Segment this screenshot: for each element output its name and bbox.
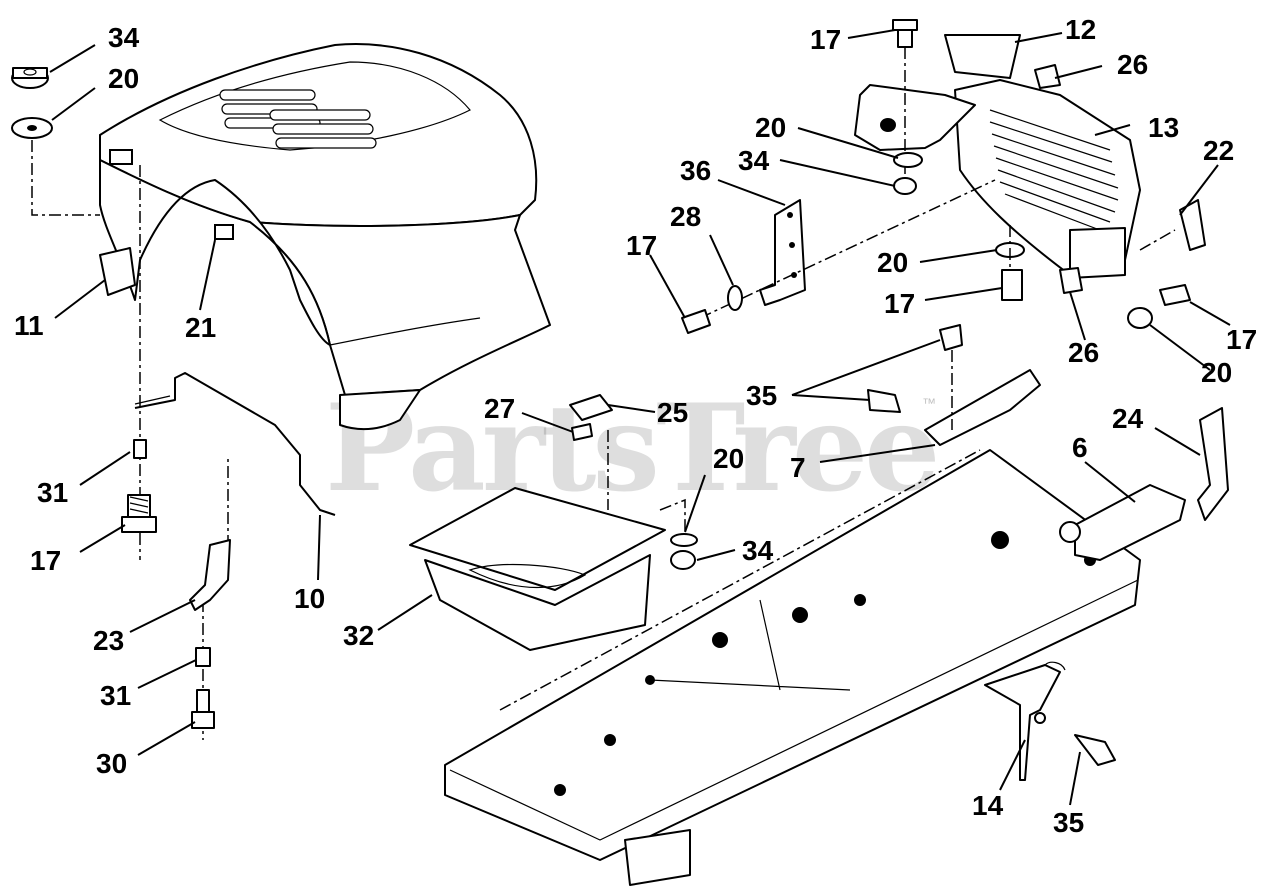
callout-22: 22 [1203,135,1234,166]
callout-35: 35 [1053,807,1084,838]
bracket-14-part [984,661,1116,781]
callout-34: 34 [738,145,770,176]
hardware-left-stack [11,67,336,740]
callout-24: 24 [1112,403,1144,434]
callout-20: 20 [713,443,744,474]
callout-labels: 34 20 11 21 31 17 10 23 31 30 17 12 26 1… [14,14,1257,838]
callout-31: 31 [100,680,131,711]
callout-20: 20 [755,112,786,143]
callout-10: 10 [294,583,325,614]
callout-20: 20 [108,63,139,94]
frame-part [444,407,1229,886]
callout-6: 6 [1072,432,1088,463]
callout-14: 14 [972,790,1004,821]
callout-27: 27 [484,393,515,424]
hood-part [99,43,551,431]
callout-11: 11 [14,310,44,341]
callout-34: 34 [108,22,140,53]
grille-housing-part [854,19,1206,329]
watermark-trademark: ™ [922,395,936,411]
callout-12: 12 [1065,14,1096,45]
callout-26: 26 [1068,337,1099,368]
callout-25: 25 [657,397,688,428]
callout-35: 35 [746,380,777,411]
callout-17: 17 [884,288,915,319]
callout-17: 17 [30,545,61,576]
callout-20: 20 [877,247,908,278]
callout-31: 31 [37,477,68,508]
callout-34: 34 [742,535,774,566]
callout-17: 17 [1226,324,1257,355]
callout-20: 20 [1201,357,1232,388]
callout-32: 32 [343,620,374,651]
watermark-text: PartsTree [325,378,936,519]
callout-28: 28 [670,201,701,232]
callout-7: 7 [790,452,806,483]
callout-13: 13 [1148,112,1179,143]
leader-lines [49,29,1231,806]
callout-23: 23 [93,625,124,656]
callout-30: 30 [96,748,127,779]
seat-pan-part [409,394,698,651]
bracket-36-part [681,179,996,334]
bracket-7-part [867,324,1041,446]
callout-21: 21 [185,312,216,343]
callout-17: 17 [810,24,841,55]
callout-17: 17 [626,230,657,261]
callout-36: 36 [680,155,711,186]
callout-26: 26 [1117,49,1148,80]
